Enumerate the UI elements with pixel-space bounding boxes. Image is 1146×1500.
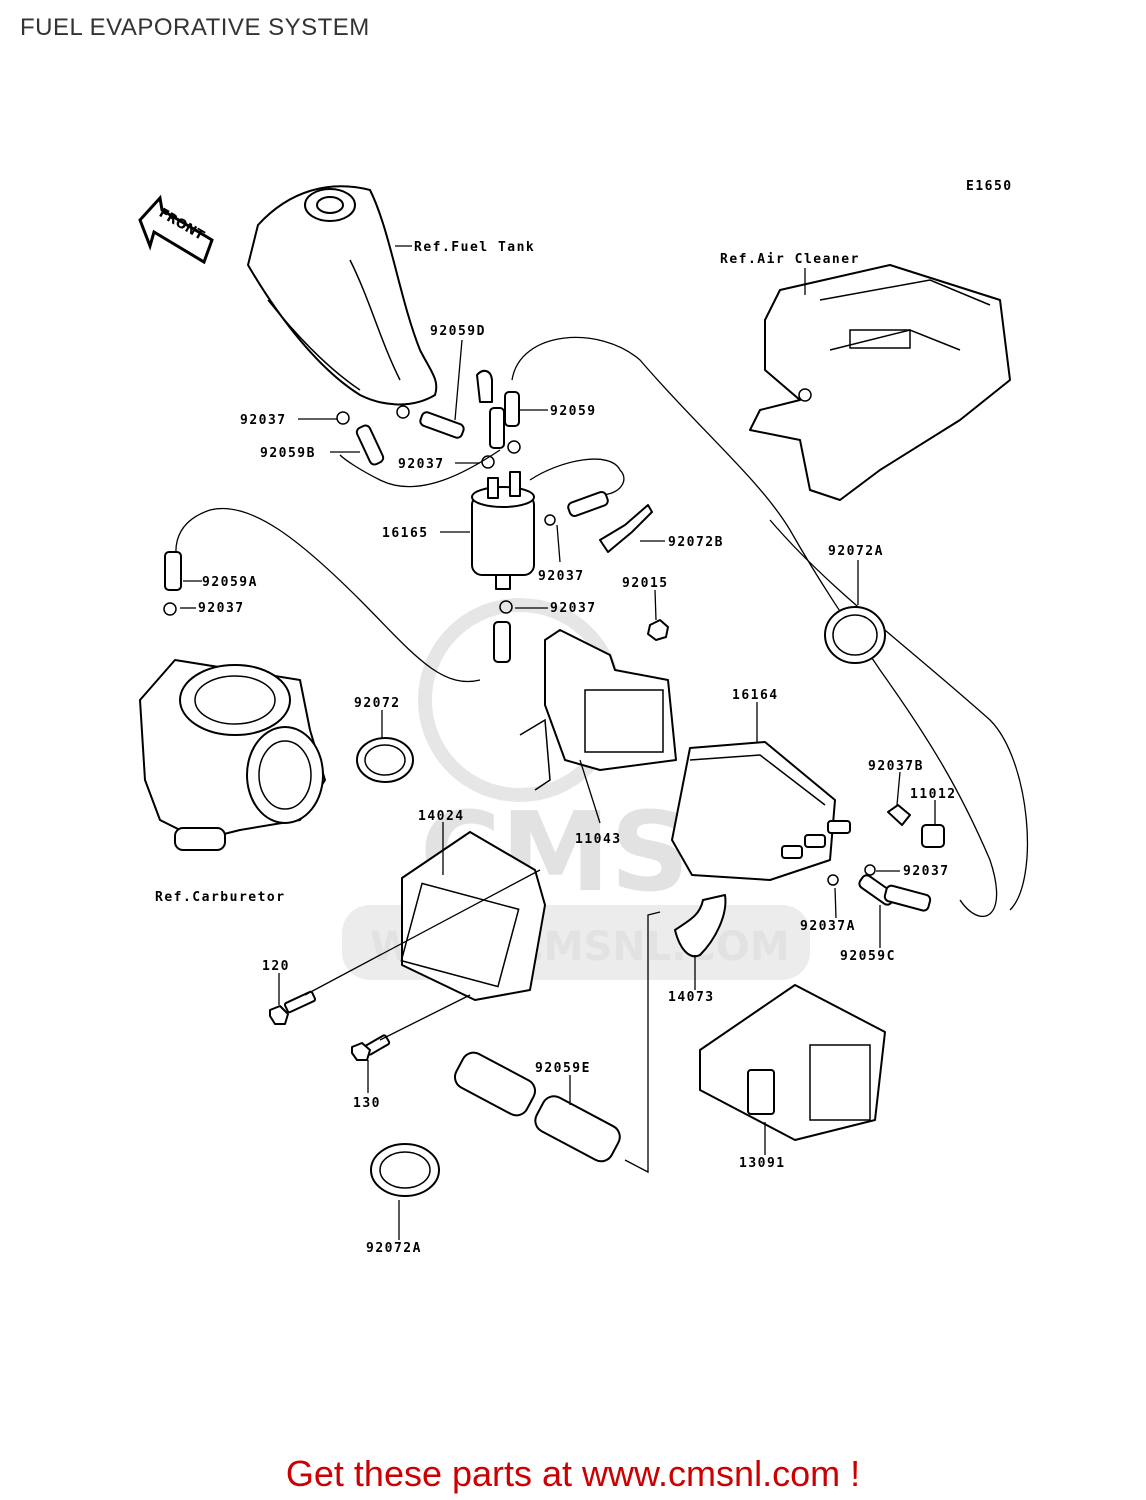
- hose-parts: [164, 369, 609, 663]
- part-label-11043: 11043: [575, 832, 622, 847]
- ref-fuel-tank-label: Ref.Fuel Tank: [414, 240, 535, 255]
- part-label-92037: 92037: [903, 864, 950, 879]
- page-title: FUEL EVAPORATIVE SYSTEM: [20, 14, 370, 41]
- part-label-92037b: 92037B: [868, 759, 924, 774]
- part-label-92037a: 92037A: [800, 919, 856, 934]
- clamp-parts: [356, 606, 886, 1197]
- cover-14024-part: [400, 831, 546, 1001]
- part-label-92072a: 92072A: [828, 544, 884, 559]
- part-label-11012: 11012: [910, 787, 957, 802]
- ref-air-cleaner-label: Ref.Air Cleaner: [720, 252, 860, 267]
- canister-16164-part: [671, 741, 851, 881]
- parts-diagram: CMS WWW.CMSNL.COM E1650 FRONT Ref.Fuel T…: [138, 179, 1029, 1256]
- bolt-parts: [269, 990, 391, 1061]
- clamp-92072b-part: [599, 504, 653, 553]
- clip-parts: [163, 405, 876, 886]
- clip-92037b-part: [887, 804, 911, 826]
- part-label-92059c: 92059C: [840, 949, 896, 964]
- part-label-14073: 14073: [668, 990, 715, 1005]
- fuel-filter-part: [471, 471, 535, 590]
- ref-carburetor-label: Ref.Carburetor: [155, 890, 286, 905]
- hose-92059e-part: [453, 1051, 621, 1163]
- nut-92015-part: [647, 619, 669, 641]
- part-label-92059b: 92059B: [260, 446, 316, 461]
- part-label-16165: 16165: [382, 526, 429, 541]
- leader-lines: [180, 339, 936, 1240]
- fuel-tank-part: [247, 185, 438, 406]
- part-label-92072a: 92072A: [366, 1241, 422, 1256]
- part-label-92037: 92037: [550, 601, 597, 616]
- part-label-16164: 16164: [732, 688, 779, 703]
- diagram-code: E1650: [966, 179, 1013, 194]
- box-13091-part: [699, 984, 886, 1141]
- part-label-92015: 92015: [622, 576, 669, 591]
- part-label-92037: 92037: [240, 413, 287, 428]
- part-labels: 92059D 92037 92059 92059B 92037 16165 92…: [198, 324, 957, 1256]
- part-label-92072b: 92072B: [668, 535, 724, 550]
- part-label-92072: 92072: [354, 696, 401, 711]
- part-label-120: 120: [262, 959, 290, 974]
- footer-promo-link[interactable]: Get these parts at www.cmsnl.com !: [285, 1453, 861, 1494]
- part-label-14024: 14024: [418, 809, 465, 824]
- part-label-13091: 13091: [739, 1156, 786, 1171]
- part-label-92037: 92037: [538, 569, 585, 584]
- front-arrow-icon: FRONT: [138, 194, 214, 265]
- part-label-92059d: 92059D: [430, 324, 486, 339]
- air-cleaner-part: [749, 264, 1011, 501]
- bracket-11043-part: [519, 629, 677, 791]
- pipe-14073-part: [674, 894, 727, 958]
- part-label-92037: 92037: [398, 457, 445, 472]
- part-label-92059e: 92059E: [535, 1061, 591, 1076]
- hose-11012-part: [921, 824, 945, 848]
- part-label-92059a: 92059A: [202, 575, 258, 590]
- part-label-130: 130: [353, 1096, 381, 1111]
- part-label-92037: 92037: [198, 601, 245, 616]
- part-label-92059: 92059: [550, 404, 597, 419]
- carburetor-part: [139, 659, 326, 851]
